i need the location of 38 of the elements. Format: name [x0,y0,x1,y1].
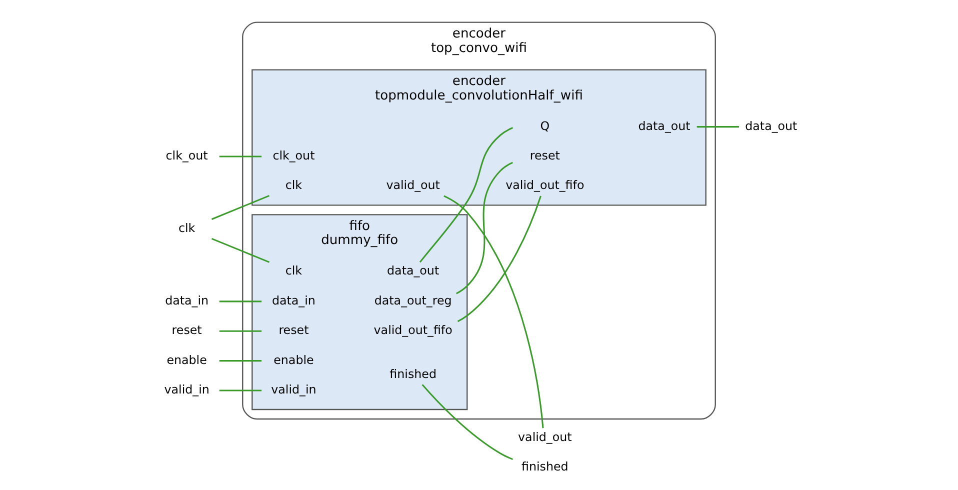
node-text: data_out [387,264,440,278]
connector [444,195,544,428]
node-text: enable [166,352,207,367]
node-text: data_out [638,118,690,133]
connector [422,384,513,460]
node-text: valid_out_fifo [374,323,452,338]
connector [419,127,514,263]
connector [456,162,513,294]
node-text: reset [172,323,202,338]
node-text: data_out_reg [374,293,452,308]
node-text: finished [390,367,436,382]
node-text: finished [522,460,568,474]
node-text: valid_in [271,382,316,396]
node-text: reset [530,148,560,162]
node-text: valid_in [164,382,210,396]
connector [219,390,262,392]
node-text: data_in [272,293,316,308]
node-text: clk_out [166,148,208,162]
node-text: enable [274,352,314,367]
node-text: clk [285,178,302,192]
node-text: reset [278,323,309,338]
connector [219,300,262,302]
connector [211,195,270,220]
node-text: valid_out [386,178,440,192]
connector [457,196,542,322]
node-text: clk [178,220,196,235]
node-text: valid_out [518,430,572,444]
connector [219,156,262,158]
node-text: clk_out [272,148,315,162]
connector [211,238,270,263]
node-text: valid_out_fifo [506,178,584,192]
connector [696,126,740,128]
node-text: Q [540,118,550,133]
connector [219,330,262,332]
node-text: data_out [745,118,798,133]
connector [219,360,262,362]
node-text: clk [285,264,302,278]
node-text: data_in [165,293,209,308]
